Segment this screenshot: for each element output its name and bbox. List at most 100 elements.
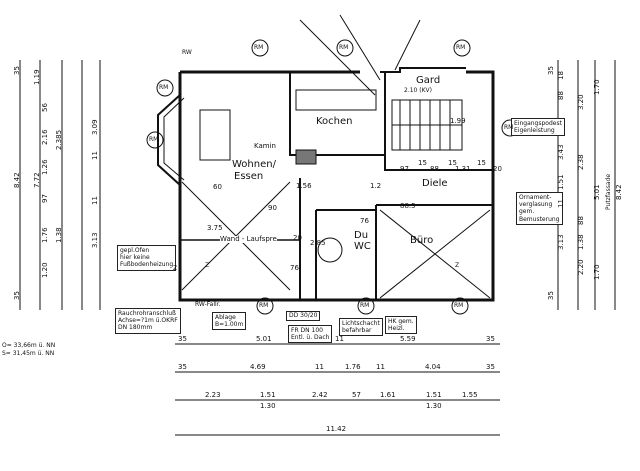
dim-left-inner-2: 11 — [91, 151, 99, 160]
staircase — [391, 99, 463, 151]
dim-int-16: 1.2 — [370, 182, 382, 190]
putzfassade-label: Putzfassade — [605, 173, 612, 210]
dim-right-outer-2: 3.20 — [577, 94, 585, 110]
dim-left-inner-4: 97 — [41, 194, 49, 203]
dim-left-inner-1: 2.16 — [41, 129, 49, 145]
room-label-buero: Büro — [410, 235, 434, 246]
dim-int-5: 15 — [477, 159, 486, 167]
dim-int-12: 76 — [360, 217, 369, 225]
level-1: O= 33,66m ü. NN — [2, 342, 56, 349]
dim-left-outer-3: 3.09 — [91, 119, 99, 135]
dim-row1-0: 35 — [178, 335, 187, 343]
dim-left-outer-6: 35 — [13, 291, 21, 300]
dim-left-inner-9: 11 — [91, 196, 99, 205]
room-label-kamin: Kamin — [254, 142, 276, 150]
gard-dimension: 2.10 (KV) — [404, 87, 432, 94]
dim-int-2: 88 — [430, 165, 439, 173]
rm-symbol — [451, 297, 469, 315]
dim-total: 11.42 — [326, 425, 347, 433]
room-label-gard: Gard — [416, 75, 441, 86]
dim-row2-4: 11 — [376, 363, 385, 371]
dim-row3-6: 1.55 — [462, 391, 478, 399]
kitchen-counter — [295, 89, 377, 111]
dim-right-outer-3: 5.01 — [593, 184, 601, 200]
dim-int-8: 1.56 — [296, 182, 312, 190]
dim-int-15: 20 — [293, 234, 302, 242]
bay-window-inner — [163, 97, 185, 181]
dim-row2-0: 35 — [178, 363, 187, 371]
dim-right-outer-5: 1.70 — [593, 264, 601, 280]
rw-label: RW — [182, 49, 192, 56]
dim-left-inner-6: 1.38 — [55, 227, 63, 243]
rm-label: RM — [339, 44, 349, 51]
dim-row3-0: 2.23 — [205, 391, 221, 399]
rm-symbol — [357, 297, 375, 315]
note-hk: HK gem.Heizl. — [385, 316, 417, 335]
dim-row3-1: 1.51 — [260, 391, 276, 399]
dim-int-4: 1.31 — [455, 165, 471, 173]
rm-symbol — [146, 131, 164, 149]
fireplace — [295, 149, 317, 165]
dim-row1-4: 35 — [486, 335, 495, 343]
room-label-diele: Diele — [422, 178, 448, 189]
rm-label: RM — [159, 84, 169, 91]
dim-row3b-1: 1.30 — [426, 402, 442, 410]
dim-int-0: 97 — [400, 165, 409, 173]
dim-right-inner-3: 2.38 — [577, 154, 585, 170]
dim-left-inner-8: 3.13 — [91, 232, 99, 248]
dim-int-11: 88.5 — [400, 202, 416, 210]
room-label-kochen: Kochen — [316, 116, 353, 127]
dim-row2-1: 4.69 — [250, 363, 266, 371]
z-symbol: Z — [455, 262, 460, 269]
dim-row3-2: 2.42 — [312, 391, 328, 399]
dim-right-outer-1: 1.70 — [593, 79, 601, 95]
rm-symbol — [156, 79, 174, 97]
dim-left-outer-2: 2.385 — [55, 129, 63, 150]
exterior-wall-top-mid — [380, 67, 466, 73]
z-symbol: Z — [205, 262, 210, 269]
exterior-wall — [178, 70, 495, 302]
kitchen-wall — [289, 72, 385, 156]
dim-int-3: 15 — [448, 159, 457, 167]
dim-right-outer-4: 8.42 — [615, 184, 623, 200]
room-label-essen: Essen — [234, 171, 264, 182]
dim-row1-2: 11 — [335, 335, 344, 343]
dim-left-inner-0: 56 — [41, 103, 49, 112]
dim-row3-4: 1.61 — [380, 391, 396, 399]
dim-row1-1: 5.01 — [256, 335, 272, 343]
dim-row3-3: 57 — [352, 391, 361, 399]
dim-left-inner-5: 1.76 — [41, 227, 49, 243]
dim-left-outer-4: 8.42 — [13, 172, 21, 188]
dim-row2-3: 1.76 — [345, 363, 361, 371]
dim-right-inner-6: 1.38 — [577, 234, 585, 250]
dim-row2-6: 35 — [486, 363, 495, 371]
dim-right-inner-1: 88 — [557, 91, 565, 100]
room-label-wohnen: Wohnen/ — [232, 159, 276, 170]
level-2: S= 31,45m ü. NN — [2, 350, 55, 357]
dim-int-17: 2.85 — [310, 239, 326, 247]
dim-int-7: 1.99 — [450, 117, 466, 125]
rm-symbol — [251, 39, 269, 57]
rm-label: RM — [456, 44, 466, 51]
dim-right-inner-0: 18 — [557, 71, 565, 80]
dim-left-inner-7: 1.20 — [41, 262, 49, 278]
dim-int-6: 20 — [493, 165, 502, 173]
rm-label: RM — [504, 124, 514, 131]
dim-left-outer-5: 7.72 — [33, 172, 41, 188]
dim-row3-5: 1.51 — [426, 391, 442, 399]
rm-label: RM — [259, 302, 269, 309]
dim-right-inner-2: 3.43 — [557, 144, 565, 160]
dining-table — [199, 109, 231, 161]
dim-row3b-0: 1.30 — [260, 402, 276, 410]
dim-left-outer-0: 35 — [13, 66, 21, 75]
rw-fallrohr-label: RW-Fallr. — [195, 301, 221, 308]
room-label-wc: WC — [354, 241, 371, 252]
dim-int-13: 3.75 — [207, 224, 223, 232]
rm-symbol — [453, 39, 471, 57]
